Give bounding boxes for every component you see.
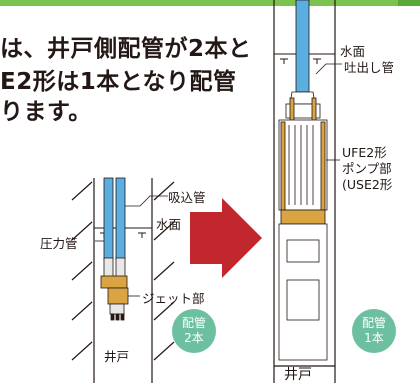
badge-two-pipes-line1: 配管: [181, 316, 206, 330]
label-well-right: 井戸: [284, 367, 312, 383]
label-jet-section: ジェット部: [142, 291, 205, 306]
left-well-walls: [71, 178, 175, 383]
right-leader-lines: [315, 63, 342, 161]
left-leader-lines: [95, 195, 168, 297]
label-suction-pipe: 吸込管: [168, 190, 206, 205]
right-discharge-pipe: [295, 0, 310, 93]
badge-one-pipe-line1: 配管: [361, 316, 386, 330]
badge-one-pipe: 配管 1本: [352, 309, 396, 353]
label-water-surface-right: 水面: [340, 44, 366, 59]
right-pump-head: [285, 91, 321, 129]
red-arrow: [190, 198, 262, 278]
badge-one-pipe-line2: 1本: [364, 331, 384, 345]
badge-two-pipes: 配管 2本: [172, 309, 216, 353]
label-pressure-pipe: 圧力管: [40, 236, 78, 251]
label-water-surface-left: 水面: [156, 217, 182, 232]
body-text-line-3: ります。: [0, 99, 92, 125]
label-discharge-pipe: 吐出し管: [344, 60, 395, 75]
top-accent-bar: [0, 0, 420, 6]
label-well-left: 井戸: [104, 349, 130, 364]
body-text-line-2: E2形は1本となり配管: [0, 69, 237, 95]
right-pump-body: [278, 119, 328, 225]
top-accent-bar-end: [398, 0, 420, 6]
left-pipes: [103, 177, 126, 279]
label-use2: (USE2形: [342, 177, 393, 192]
badge-two-pipes-line2: 2本: [184, 331, 204, 345]
label-pump-section: ポンプ部: [342, 161, 392, 176]
body-text-line-1: は、井戸側配管が2本と: [0, 36, 252, 62]
left-jet-fitting: [100, 275, 129, 321]
right-motor-body: [278, 223, 328, 361]
label-ufe2: UFE2形: [342, 145, 387, 160]
